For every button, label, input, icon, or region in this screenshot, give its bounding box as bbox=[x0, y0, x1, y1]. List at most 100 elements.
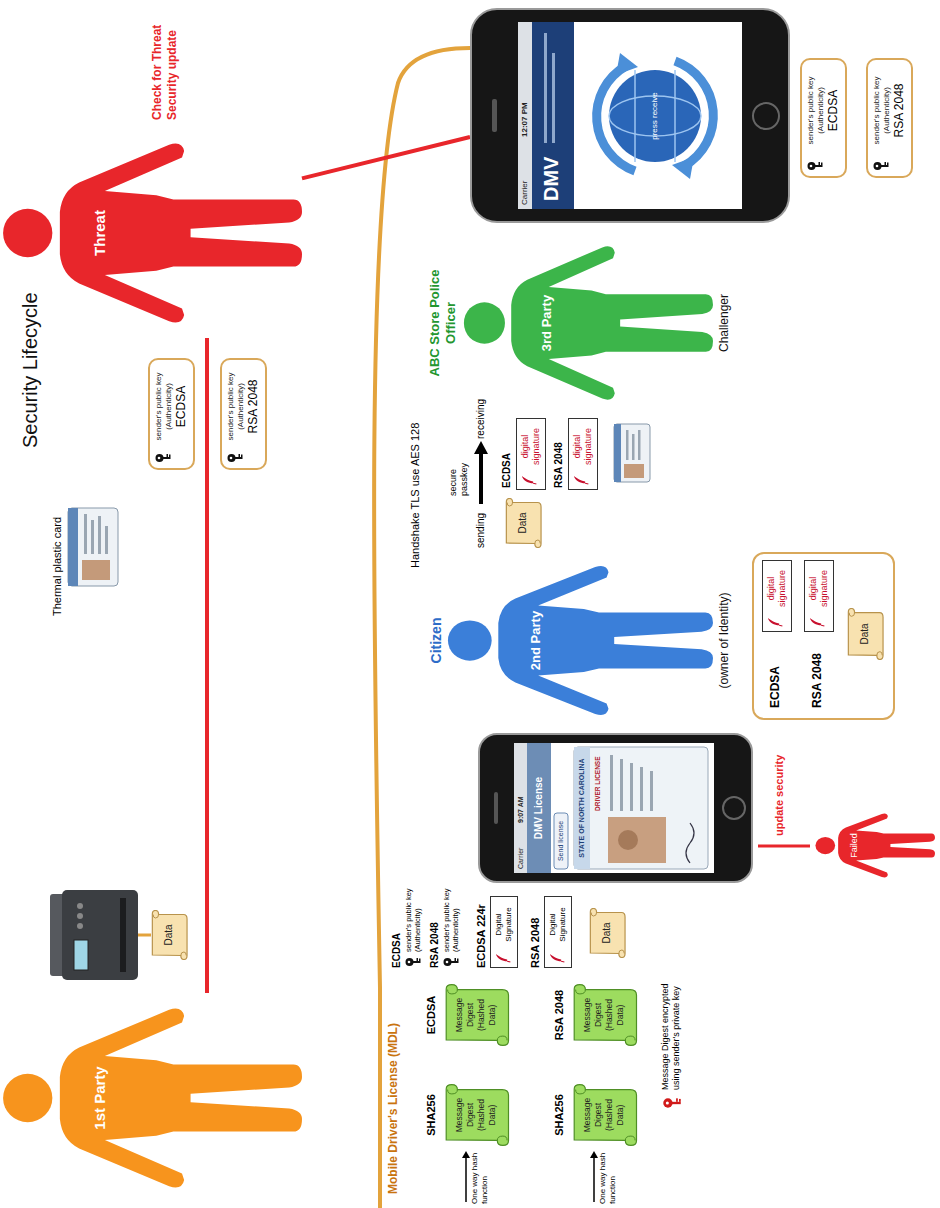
connector-line bbox=[302, 137, 470, 178]
digital-signature-box: digital signature bbox=[568, 418, 598, 490]
card-printer bbox=[120, 898, 126, 972]
screen-text: STATE OF NORTH CAROLINA bbox=[577, 747, 586, 869]
person-label: (owner of Identity) bbox=[717, 553, 732, 728]
scroll-curl bbox=[497, 1136, 507, 1140]
card-printer bbox=[77, 903, 83, 909]
screen-text: Carrier bbox=[520, 181, 530, 205]
home-button bbox=[723, 797, 745, 819]
key-caption: sender's public key (Authenticity) bbox=[806, 65, 826, 156]
card-printer bbox=[50, 890, 151, 980]
hash-name: SHA256 bbox=[552, 1084, 566, 1146]
algorithm-name: RSA 2048 bbox=[810, 653, 825, 708]
scroll-label: Data bbox=[600, 919, 613, 947]
hash-arrow bbox=[593, 1158, 595, 1202]
license-card-picture bbox=[632, 434, 635, 460]
scroll-body bbox=[590, 909, 625, 958]
algorithm-name: ECDSA bbox=[390, 933, 403, 968]
pen-icon bbox=[573, 473, 591, 486]
thermal-card-picture bbox=[68, 508, 118, 586]
pen-icon bbox=[810, 618, 825, 626]
scroll-label: Message Digest (Hashed Data) bbox=[454, 995, 498, 1035]
person-label: Citizen bbox=[427, 553, 445, 728]
license-line bbox=[630, 763, 633, 811]
person-silhouette bbox=[447, 553, 713, 728]
screen-text: Carrier bbox=[516, 848, 525, 869]
pen-icon bbox=[809, 615, 827, 628]
scroll-body bbox=[446, 985, 508, 1046]
pen-icon bbox=[522, 476, 537, 484]
message-digest-scroll: Message Digest (Hashed Data) bbox=[570, 1084, 640, 1146]
globe-parallel bbox=[634, 70, 636, 162]
connector-label: Check for Threat Security update bbox=[150, 6, 180, 122]
scroll-curl bbox=[153, 915, 158, 919]
update-label: update security bbox=[772, 755, 786, 836]
data-scroll: Data bbox=[150, 910, 189, 960]
arrow-caption: secure passkey bbox=[448, 448, 470, 496]
key-icon bbox=[444, 958, 459, 966]
protocol-label: Handshake TLS use AES 128 bbox=[408, 423, 422, 568]
connector-line bbox=[205, 338, 209, 993]
thermal-card-picture bbox=[98, 516, 101, 554]
scroll-label: Message Digest (Hashed Data) bbox=[582, 995, 626, 1035]
phone-screen bbox=[518, 22, 742, 209]
license-photo bbox=[608, 817, 666, 863]
algorithm-name: RSA 2048 bbox=[892, 65, 907, 156]
key-icon bbox=[663, 1098, 681, 1107]
key-icon bbox=[228, 454, 243, 462]
diagram-title: Security Lifecycle bbox=[18, 292, 42, 448]
status-bar bbox=[514, 743, 527, 873]
scroll-body bbox=[152, 911, 187, 960]
signature-label: Digital Signature bbox=[548, 900, 568, 949]
phone-speaker bbox=[492, 99, 497, 132]
screen-text: press receive bbox=[650, 81, 660, 151]
key-caption: sender's public key (Authenticity) bbox=[404, 870, 422, 952]
signature-label: digital signature bbox=[808, 564, 830, 613]
smartphone-drawing bbox=[470, 8, 790, 223]
license-card-picture bbox=[614, 424, 650, 482]
scroll-body bbox=[506, 499, 541, 548]
key-icon bbox=[155, 452, 171, 464]
license-card-picture bbox=[638, 430, 641, 460]
figure-caption: Thermal plastic card bbox=[50, 517, 64, 616]
key-icon bbox=[227, 452, 243, 464]
arrow-caption: One way hash function bbox=[470, 1148, 490, 1204]
algorithm-name: RSA 2048 bbox=[528, 918, 542, 968]
pen-icon bbox=[495, 951, 513, 964]
person-label: 1st Party bbox=[90, 993, 109, 1203]
scroll-label: Data bbox=[858, 619, 871, 649]
person-figure: Citizen2nd Party(owner of Identity) bbox=[425, 553, 735, 728]
key-icon bbox=[808, 162, 823, 170]
algorithm-name: ECDSA bbox=[768, 666, 783, 708]
data-scroll: Data bbox=[588, 908, 627, 958]
algorithm-name: ECDSA bbox=[174, 365, 189, 448]
card-printer bbox=[138, 934, 151, 937]
thermal-card-picture bbox=[84, 514, 87, 554]
algorithm-name: RSA 2048 bbox=[246, 365, 261, 448]
scroll-body bbox=[574, 1085, 636, 1146]
person-figure: Threat bbox=[2, 128, 302, 338]
scroll-body bbox=[574, 985, 636, 1046]
key-icon bbox=[156, 454, 171, 462]
key-caption: sender's public key (Authenticity) bbox=[872, 65, 892, 156]
person-figure: Failed bbox=[815, 808, 935, 883]
key-icon bbox=[406, 958, 681, 1108]
thermal-card-picture bbox=[82, 560, 110, 580]
license-card bbox=[574, 747, 708, 869]
license-card-picture bbox=[614, 424, 650, 482]
scroll-curl bbox=[448, 990, 458, 994]
person-head bbox=[464, 302, 505, 343]
license-line bbox=[620, 759, 623, 811]
license-line bbox=[610, 755, 613, 811]
card-printer bbox=[62, 890, 138, 980]
pen-icon bbox=[521, 473, 539, 486]
license-line bbox=[650, 771, 653, 811]
scroll-curl bbox=[625, 1136, 635, 1140]
digital-signature-box: Digital Signature bbox=[544, 896, 572, 968]
algorithm-name: RSA 2048 bbox=[552, 442, 565, 488]
signature-label: digital signature bbox=[572, 422, 594, 471]
public-key-box: sender's public key (Authenticity)RSA 20… bbox=[866, 58, 913, 178]
screen-text: DRIVER LICENSE bbox=[594, 756, 602, 811]
pen-icon bbox=[768, 618, 783, 626]
message-digest-scroll: Message Digest (Hashed Data) bbox=[442, 1084, 512, 1146]
